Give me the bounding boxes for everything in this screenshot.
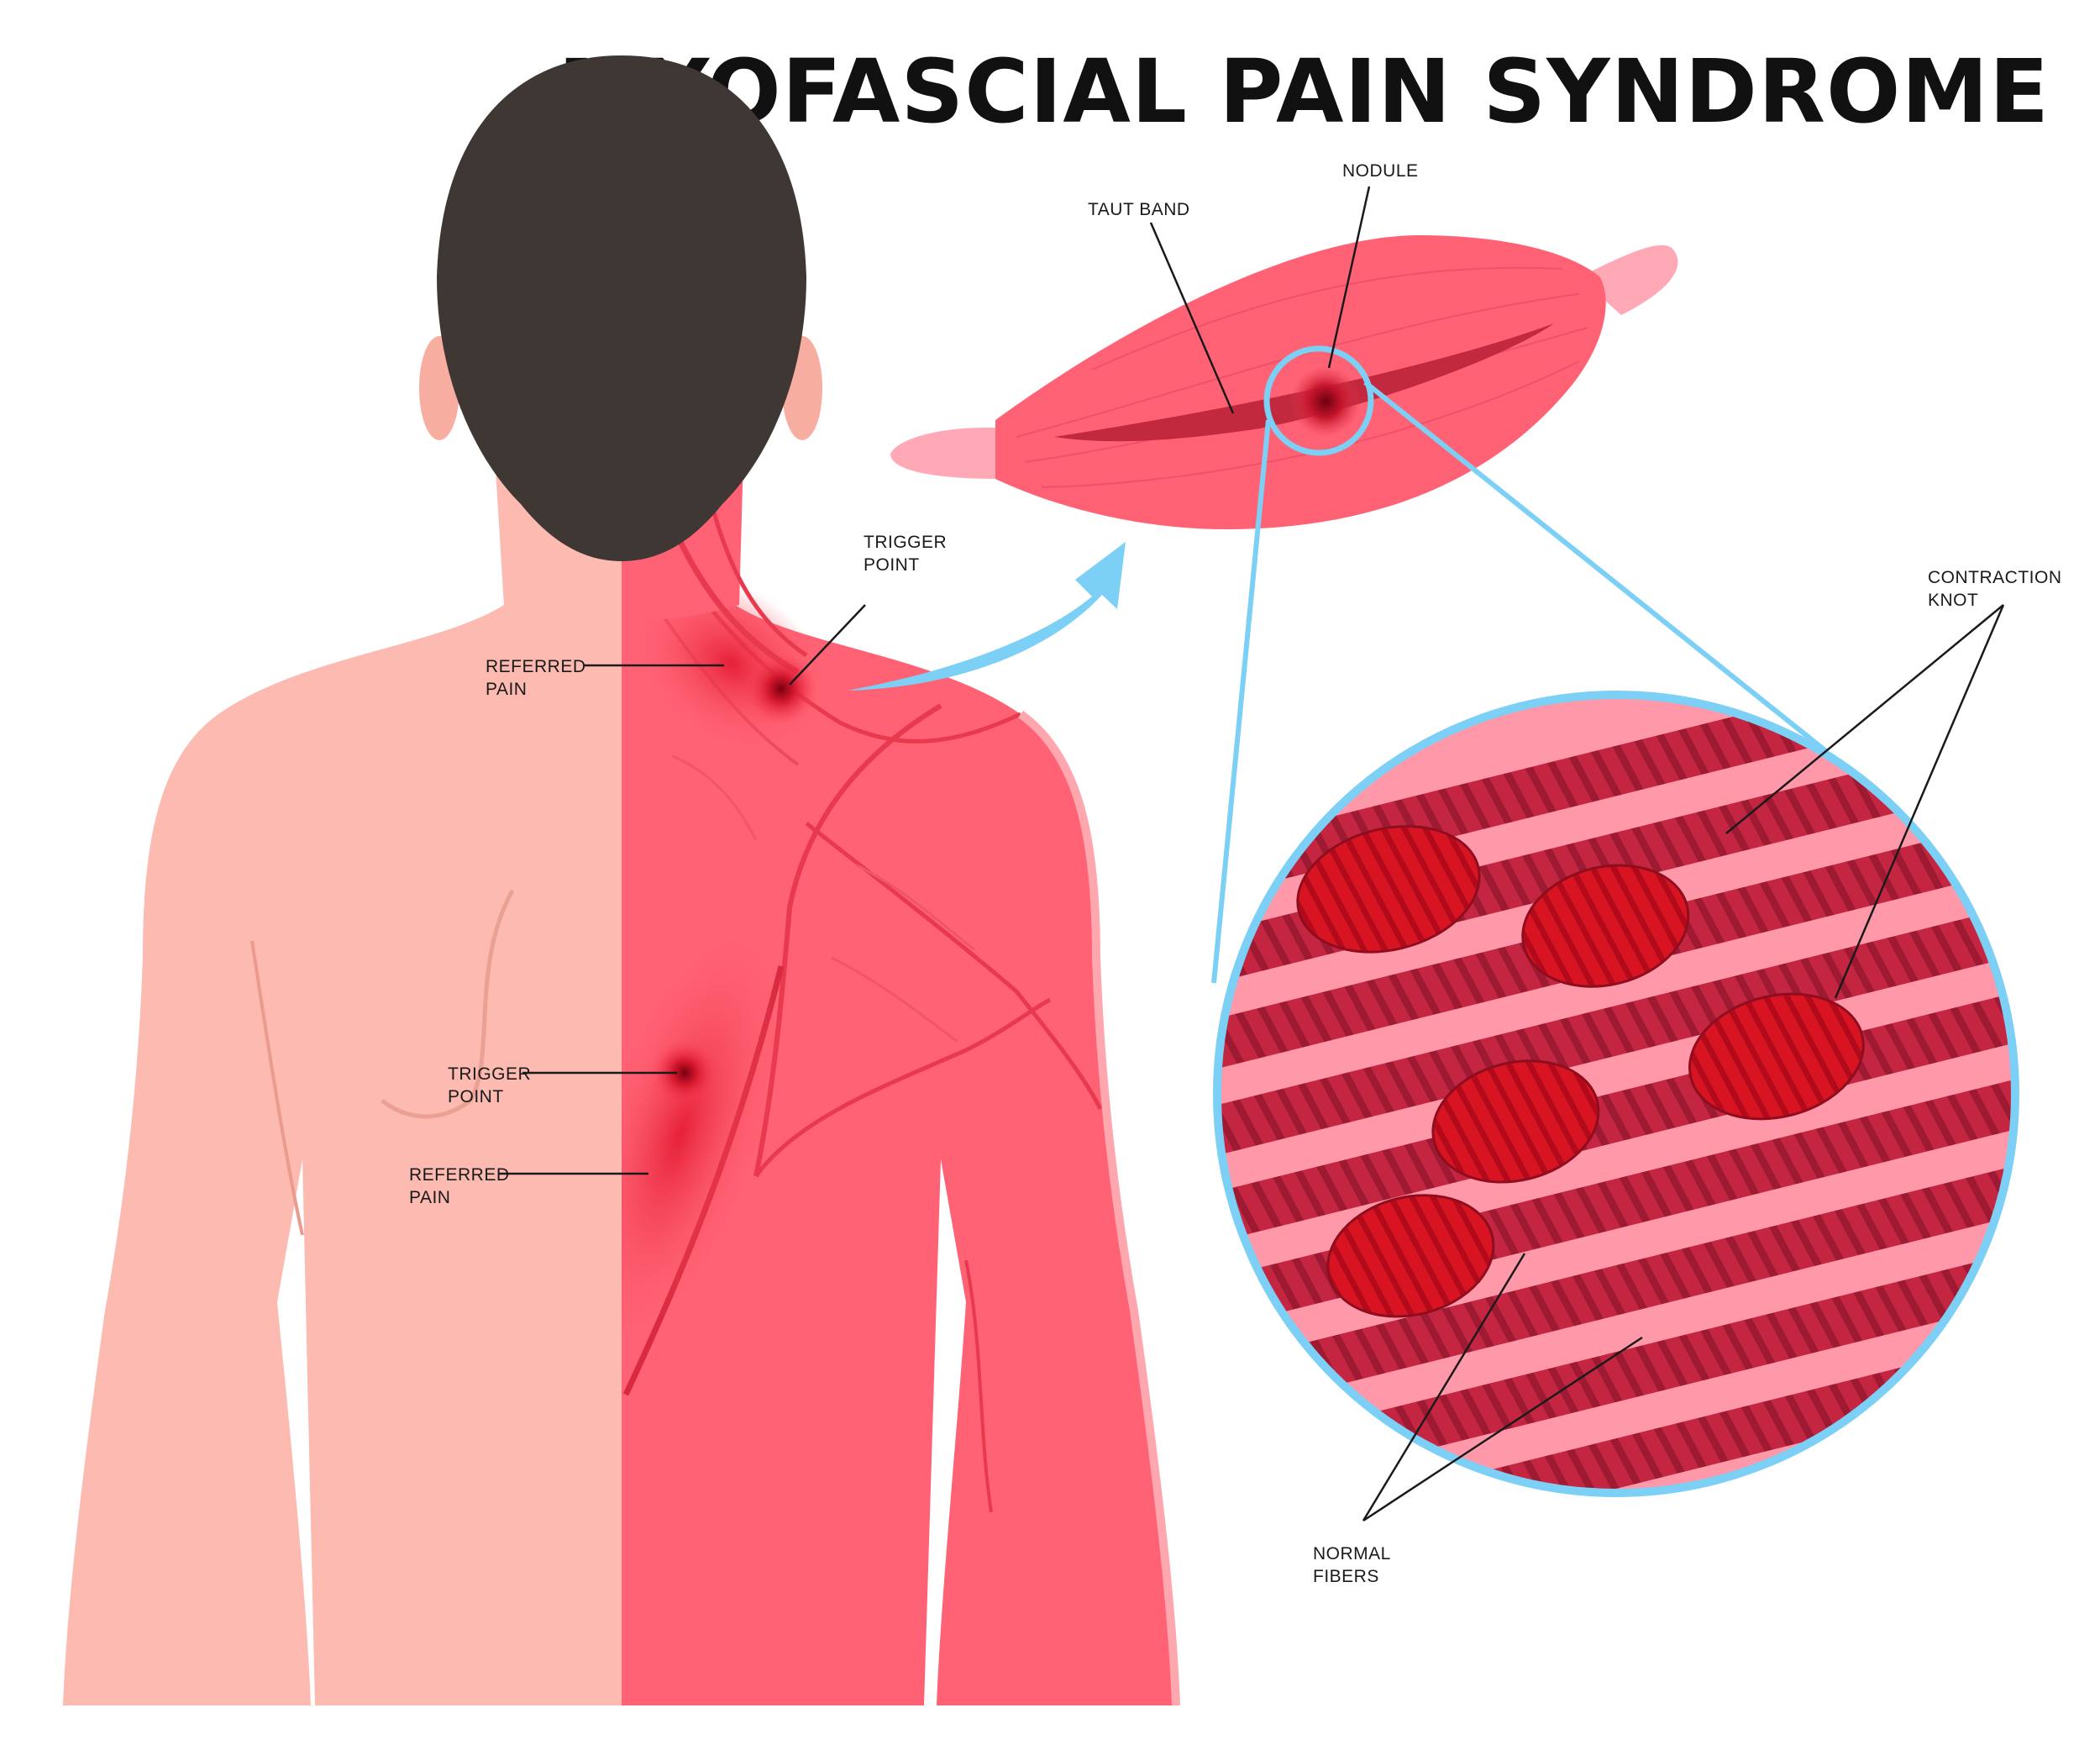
magnifier-circle — [1213, 691, 2019, 1497]
arrow-icon — [847, 542, 1126, 691]
magnifier-line-left — [1211, 419, 1271, 984]
magnifier-line-right — [1363, 380, 1829, 754]
label-nodule: NODULE — [1342, 161, 1419, 181]
page-title: MYOFASCIAL PAIN SYNDROME — [558, 40, 2050, 143]
human-back-figure — [63, 55, 1180, 1706]
muscle-illustration — [890, 235, 1678, 529]
label-trigger-point-back: TRIGGER POINT — [448, 1064, 532, 1106]
label-referred-pain-back: REFERRED PAIN — [409, 1165, 510, 1207]
trigger-point-neck — [746, 654, 816, 724]
nodule — [1290, 366, 1361, 437]
leader-lines — [498, 186, 2005, 1522]
label-referred-pain-neck: REFERRED PAIN — [486, 657, 586, 699]
trigger-point-back — [653, 1041, 717, 1105]
label-trigger-point-neck: TRIGGER POINT — [864, 533, 948, 575]
label-normal-fibers: NORMAL FIBERS — [1313, 1544, 1391, 1586]
label-taut-band: TAUT BAND — [1088, 200, 1190, 219]
label-contraction-knot: CONTRACTION KNOT — [1928, 568, 2062, 610]
magnified-fibers — [1213, 691, 2019, 1497]
